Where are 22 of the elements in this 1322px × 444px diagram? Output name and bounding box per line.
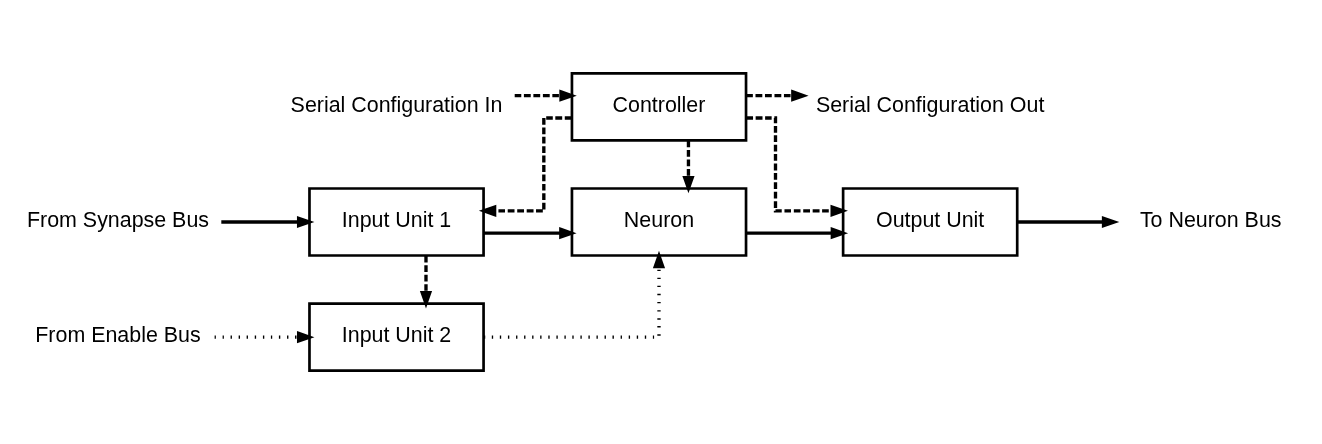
arrow [514,89,577,102]
node-box: Input Unit 2 [308,302,485,372]
node-box: Input Unit 1 [308,187,485,257]
arrow [221,215,315,229]
arrow [214,331,315,344]
node-box: Output Unit [841,187,1019,257]
arrow [746,89,809,102]
arrow [483,250,666,339]
arrow [746,227,849,240]
node-text: Serial Configuration Out [815,92,1045,117]
node-text: Serial Configuration In [290,92,503,117]
arrow [483,227,577,240]
node-text: From Synapse Bus [26,208,209,233]
node-text: From Enable Bus [35,323,201,348]
arrow [1017,215,1120,229]
node-text: To Neuron Bus [1139,208,1282,233]
arrow [419,255,433,309]
node-box: Controller [570,72,748,142]
arrow [746,116,848,217]
arrow [682,140,695,194]
arrow [478,116,572,217]
node-box: Neuron [570,187,748,257]
